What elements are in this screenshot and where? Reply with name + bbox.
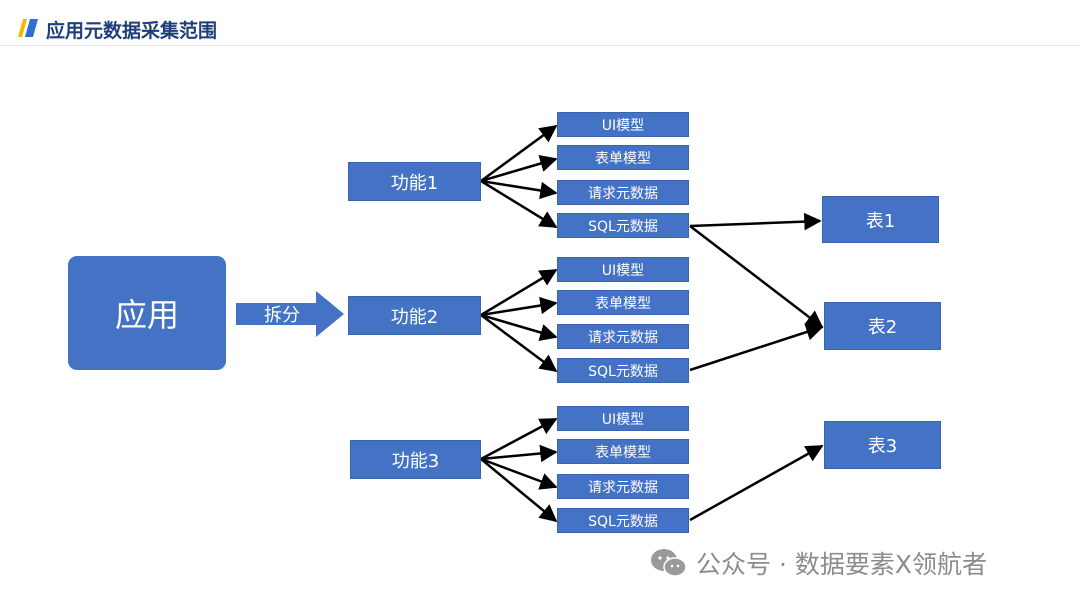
table-box-1: 表1 [822, 196, 939, 243]
arrow-f1-form [480, 155, 558, 183]
arrow-f2-sql [480, 313, 558, 373]
function-box-1: 功能1 [348, 162, 481, 201]
split-arrow-icon [236, 291, 344, 337]
arrow-f1-req [480, 179, 558, 200]
item-f2-ui-model: UI模型 [557, 257, 689, 282]
logo-icon [18, 19, 38, 37]
arrow-f2-ui [480, 268, 558, 317]
item-f3-sql-metadata: SQL元数据 [557, 508, 689, 533]
arrow-f3-ui [480, 417, 558, 461]
wechat-icon [651, 549, 687, 577]
function-box-3: 功能3 [350, 440, 481, 479]
item-f3-request-metadata: 请求元数据 [557, 474, 689, 499]
watermark-text: 公众号 · 数据要素X领航者 [696, 550, 987, 579]
arrow-sql1-t2 [689, 225, 824, 329]
arrow-f1-sql [480, 179, 558, 229]
item-f1-request-metadata: 请求元数据 [557, 180, 689, 205]
item-f2-sql-metadata: SQL元数据 [557, 358, 689, 383]
arrow-sql2-t2 [689, 323, 824, 372]
watermark: 公众号 · 数据要素X领航者 [650, 543, 987, 583]
table-box-3: 表3 [824, 421, 941, 469]
arrow-f1-ui [480, 124, 558, 183]
arrow-f3-form [480, 444, 558, 463]
table-box-2: 表2 [824, 302, 941, 350]
arrow-f3-sql [480, 458, 558, 523]
item-f3-ui-model: UI模型 [557, 406, 689, 431]
item-f2-request-metadata: 请求元数据 [557, 324, 689, 349]
arrow-sql1-t1 [689, 212, 822, 231]
arrow-f2-req [480, 313, 558, 341]
item-f3-form-model: 表单模型 [557, 439, 689, 464]
item-f1-form-model: 表单模型 [557, 145, 689, 170]
item-f2-form-model: 表单模型 [557, 290, 689, 315]
arrow-sql3-t3 [689, 444, 824, 522]
item-f1-ui-model: UI模型 [557, 112, 689, 137]
split-label: 拆分 [264, 305, 300, 326]
app-box: 应用 [68, 256, 226, 370]
arrow-f3-req [480, 457, 558, 490]
function-box-2: 功能2 [348, 296, 481, 335]
item-f1-sql-metadata: SQL元数据 [557, 213, 689, 238]
header: 应用元数据采集范围 [0, 0, 1080, 46]
page-title: 应用元数据采集范围 [46, 20, 218, 42]
arrow-f2-form [480, 296, 558, 317]
